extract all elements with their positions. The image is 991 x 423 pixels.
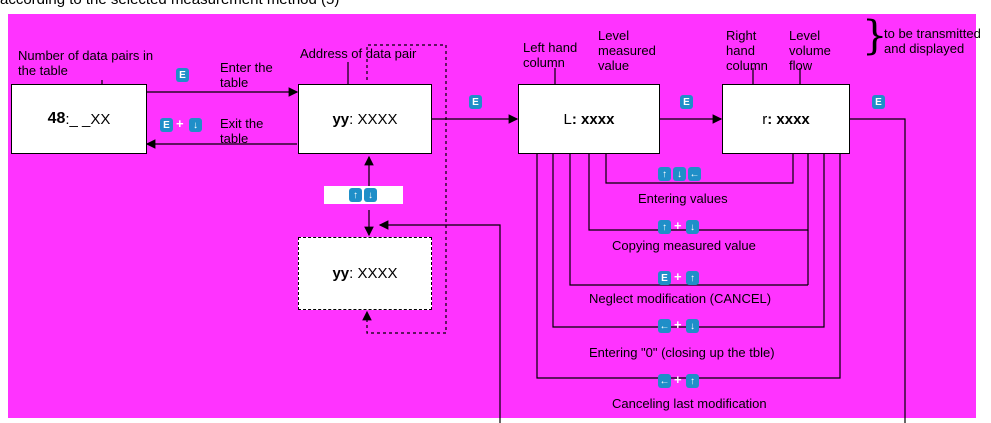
label-num-pairs: Number of data pairs in the table <box>18 48 154 78</box>
e-key-icon: E <box>469 95 482 109</box>
action-entering-values: Entering values <box>638 191 728 206</box>
label-left-column: Left hand column <box>523 40 578 70</box>
up-arrow-key-icon: ↑ <box>349 188 362 202</box>
plus-sign: + <box>674 218 682 233</box>
plus-sign: + <box>674 269 682 284</box>
right-brace: } <box>862 13 888 59</box>
right-column-letter: r <box>762 110 768 128</box>
up-arrow-key-icon: ↑ <box>658 167 671 181</box>
down-arrow-key-icon: ↓ <box>189 118 202 132</box>
e-key-icon: E <box>680 95 693 109</box>
action-canceling-last: Canceling last modification <box>612 396 767 411</box>
action-copying-measured: Copying measured value <box>612 238 756 253</box>
down-arrow-key-icon: ↓ <box>686 319 699 333</box>
label-level-volume: Level volume flow <box>789 28 831 73</box>
up-arrow-key-icon: ↑ <box>686 271 699 285</box>
next-address-index: yy <box>332 265 350 282</box>
label-address: Address of data pair <box>300 46 417 61</box>
count-suffix: :_ _XX <box>65 110 111 128</box>
left-column-value: : xxxx <box>571 110 615 128</box>
down-arrow-key-icon: ↓ <box>686 220 699 234</box>
down-arrow-key-icon: ↓ <box>364 188 377 202</box>
action-entering-zero: Entering "0" (closing up the tble) <box>589 345 775 360</box>
left-column-letter: L <box>563 110 572 128</box>
header-text: according to the selected measurement me… <box>0 0 339 8</box>
next-address-box: yy : XXXX <box>298 237 432 310</box>
plus-sign: + <box>674 317 682 332</box>
right-column-value: : xxxx <box>767 110 810 128</box>
count-box: 48:_ _XX <box>11 84 147 154</box>
e-key-icon: E <box>160 118 173 132</box>
address-value: : XXXX <box>349 110 398 128</box>
plus-sign: + <box>674 372 682 387</box>
left-column-box: L : xxxx <box>518 84 660 154</box>
label-right-column: Right hand column <box>726 28 768 73</box>
plus-sign: + <box>176 116 184 131</box>
left-arrow-key-icon: ← <box>658 374 671 388</box>
next-address-value: : XXXX <box>349 265 398 282</box>
up-arrow-key-icon: ↑ <box>686 374 699 388</box>
address-index: yy <box>332 110 350 128</box>
down-arrow-key-icon: ↓ <box>673 167 686 181</box>
diagram-background <box>8 14 976 418</box>
up-arrow-key-icon: ↑ <box>658 220 671 234</box>
up-down-keys-strip <box>324 186 403 204</box>
e-key-icon: E <box>658 271 671 285</box>
display-note: to be transmitted and displayed <box>884 26 981 56</box>
e-key-icon: E <box>872 95 885 109</box>
label-enter-table: Enter the table <box>220 60 273 90</box>
left-arrow-key-icon: ← <box>658 319 671 333</box>
address-box: yy : XXXX <box>298 84 432 154</box>
right-column-box: r : xxxx <box>722 84 850 154</box>
action-neglect-modification: Neglect modification (CANCEL) <box>589 291 772 306</box>
count-value: 48 <box>47 110 66 127</box>
label-exit-table: Exit the table <box>220 116 264 146</box>
e-key-icon: E <box>176 68 189 82</box>
left-arrow-key-icon: ← <box>688 167 701 181</box>
label-level-measured: Level measured value <box>598 28 656 73</box>
